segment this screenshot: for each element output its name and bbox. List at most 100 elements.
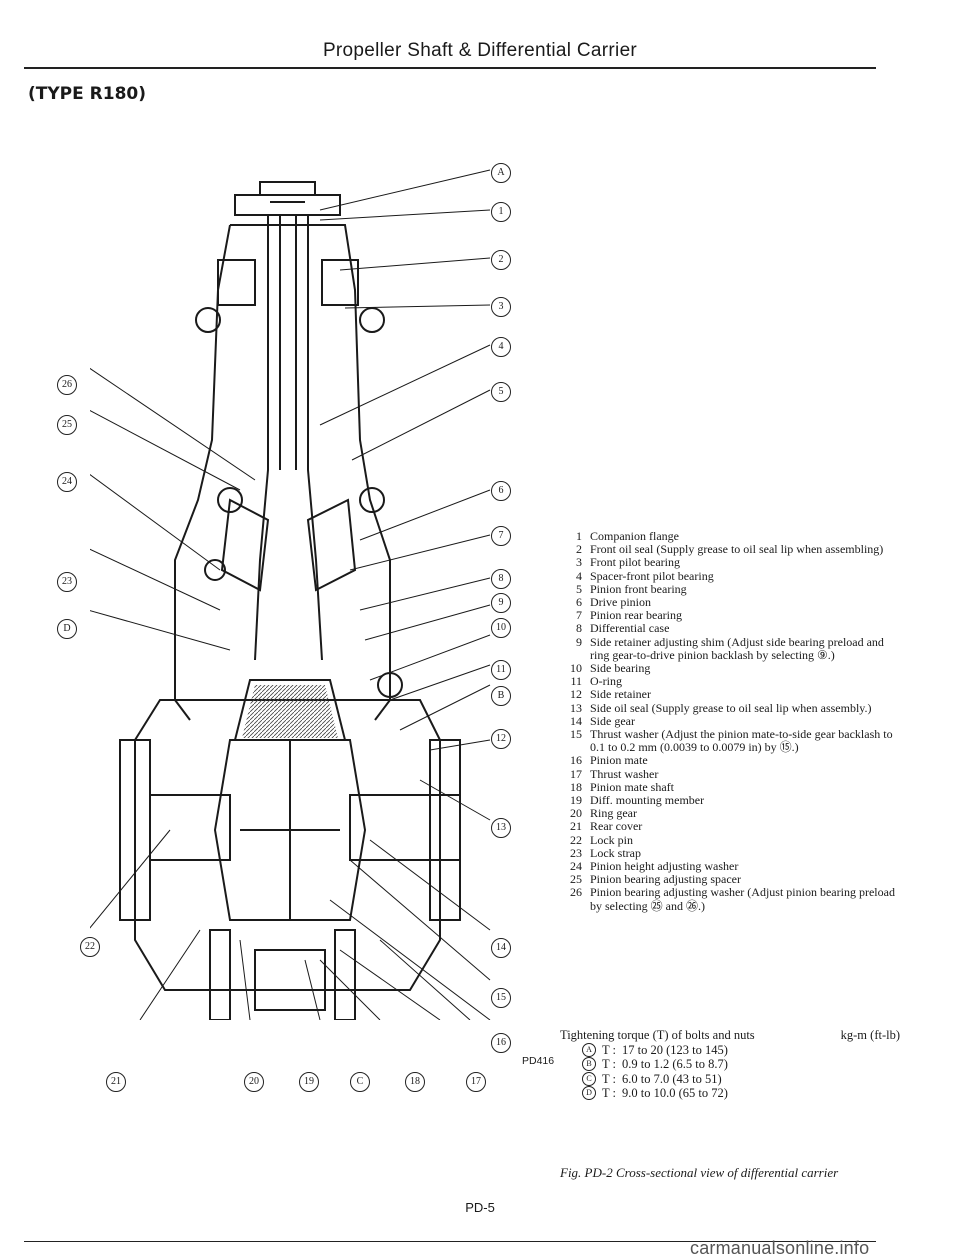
callout-3: 3 <box>491 297 511 317</box>
torque-value: 9.0 to 10.0 (65 to 72) <box>622 1086 728 1100</box>
part-number: 25 <box>570 872 582 887</box>
torque-row: C T : 6.0 to 7.0 (43 to 51) <box>560 1071 900 1087</box>
figure-code: PD416 <box>522 1055 555 1067</box>
part-number: 5 <box>576 581 582 596</box>
callout-16: 16 <box>491 1033 511 1053</box>
callout-2: 2 <box>491 250 511 270</box>
watermark: carmanualsonline.info <box>690 1238 870 1258</box>
callout-25: 25 <box>57 415 77 435</box>
part-description: Differential case <box>590 621 670 636</box>
part-description: Spacer-front pilot bearing <box>590 568 714 583</box>
part-number: 12 <box>570 687 582 702</box>
part-description: Side oil seal (Supply grease to oil seal… <box>590 700 872 715</box>
part-description: Rear cover <box>590 819 643 834</box>
callout-26: 26 <box>57 375 77 395</box>
part-item: 12 Side retainer <box>560 688 895 701</box>
callout-18: 18 <box>405 1072 425 1092</box>
callout-22: 22 <box>80 937 100 957</box>
callout-7: 7 <box>491 526 511 546</box>
callout-9: 9 <box>491 593 511 613</box>
part-description: Drive pinion <box>590 595 651 610</box>
ring-gear-hatch <box>242 685 338 738</box>
callout-5: 5 <box>491 382 511 402</box>
part-description: Side retainer <box>590 687 651 702</box>
part-number: 1 <box>576 529 582 543</box>
figure-caption: Fig. PD-2 Cross-sectional view of differ… <box>560 1165 839 1180</box>
page-number: PD-5 <box>465 1200 495 1215</box>
part-number: 17 <box>570 766 582 781</box>
torque-key: D <box>582 1086 596 1100</box>
callout-B: B <box>491 686 511 706</box>
callout-14: 14 <box>491 938 511 958</box>
footer-rule <box>24 1241 876 1242</box>
torque-label: T : <box>602 1071 617 1086</box>
torque-header: Tightening torque (T) of bolts and nuts … <box>560 1028 900 1043</box>
callout-11: 11 <box>491 660 511 680</box>
callout-A: A <box>491 163 511 183</box>
callout-17: 17 <box>466 1072 486 1092</box>
part-description: Lock pin <box>590 832 633 847</box>
callout-19: 19 <box>299 1072 319 1092</box>
part-number: 8 <box>576 621 582 636</box>
part-description: Pinion mate <box>590 753 648 768</box>
callout-20: 20 <box>244 1072 264 1092</box>
torque-label: T : <box>602 1057 617 1071</box>
part-number: 21 <box>570 819 582 834</box>
part-description: Pinion height adjusting washer <box>590 859 739 874</box>
torque-value: 17 to 20 (123 to 145) <box>622 1042 728 1057</box>
part-number: 7 <box>576 608 582 623</box>
part-description: Diff. mounting member <box>590 793 705 808</box>
part-item: 2 Front oil seal (Supply grease to oil se… <box>560 543 895 556</box>
torque-row: B T : 0.9 to 1.2 (6.5 to 8.7) <box>560 1057 900 1072</box>
part-number: 15 <box>570 727 582 742</box>
part-description: Pinion mate shaft <box>590 779 674 794</box>
callout-1: 1 <box>491 202 511 222</box>
torque-row: A T : 17 to 20 (123 to 145) <box>560 1042 900 1058</box>
part-number: 19 <box>570 793 582 808</box>
torque-key: A <box>582 1042 596 1057</box>
callout-C: C <box>350 1072 370 1092</box>
part-item: 25 Pinion bearing adjusting spacer <box>560 873 895 886</box>
part-description: Side bearing <box>590 661 651 676</box>
part-description: Ring gear <box>590 806 637 821</box>
part-item: 5 Pinion front bearing <box>560 581 895 596</box>
part-number: 24 <box>570 859 582 874</box>
part-number: 3 <box>576 555 582 570</box>
torque-unit: kg-m (ft-lb) <box>840 1028 900 1042</box>
callout-15: 15 <box>491 988 511 1008</box>
torque-value: 6.0 to 7.0 (43 to 51) <box>622 1071 722 1086</box>
part-description: Thrust washer <box>590 766 659 781</box>
torque-value: 0.9 to 1.2 (6.5 to 8.7) <box>622 1057 728 1071</box>
torque-row: D T : 9.0 to 10.0 (65 to 72) <box>560 1086 900 1101</box>
part-description: Pinion bearing adjusting spacer <box>590 872 741 887</box>
part-item: 3 Front pilot bearing <box>560 556 895 569</box>
part-description: Front pilot bearing <box>590 555 680 570</box>
part-number: 6 <box>576 595 582 610</box>
part-number: 14 <box>570 713 582 728</box>
callout-13: 13 <box>491 818 511 838</box>
part-item: 17 Thrust washer <box>560 766 895 781</box>
callout-6: 6 <box>491 481 511 501</box>
part-item: 22 Lock pin <box>560 832 895 847</box>
part-number: 22 <box>570 832 582 847</box>
callout-23: 23 <box>57 572 77 592</box>
page-title: Propeller Shaft & Differential Carrier <box>322 40 638 61</box>
part-description: Pinion front bearing <box>590 581 687 596</box>
callout-24: 24 <box>57 472 77 492</box>
torque-key: C <box>582 1071 596 1086</box>
type-label: (TYPE R180) <box>28 84 147 104</box>
callout-4: 4 <box>491 337 511 357</box>
part-number: 2 <box>576 542 582 557</box>
part-number: 16 <box>570 753 582 768</box>
callout-10: 10 <box>491 618 511 638</box>
part-description: Front oil seal (Supply grease to oil sea… <box>590 542 884 557</box>
callout-8: 8 <box>491 569 511 589</box>
